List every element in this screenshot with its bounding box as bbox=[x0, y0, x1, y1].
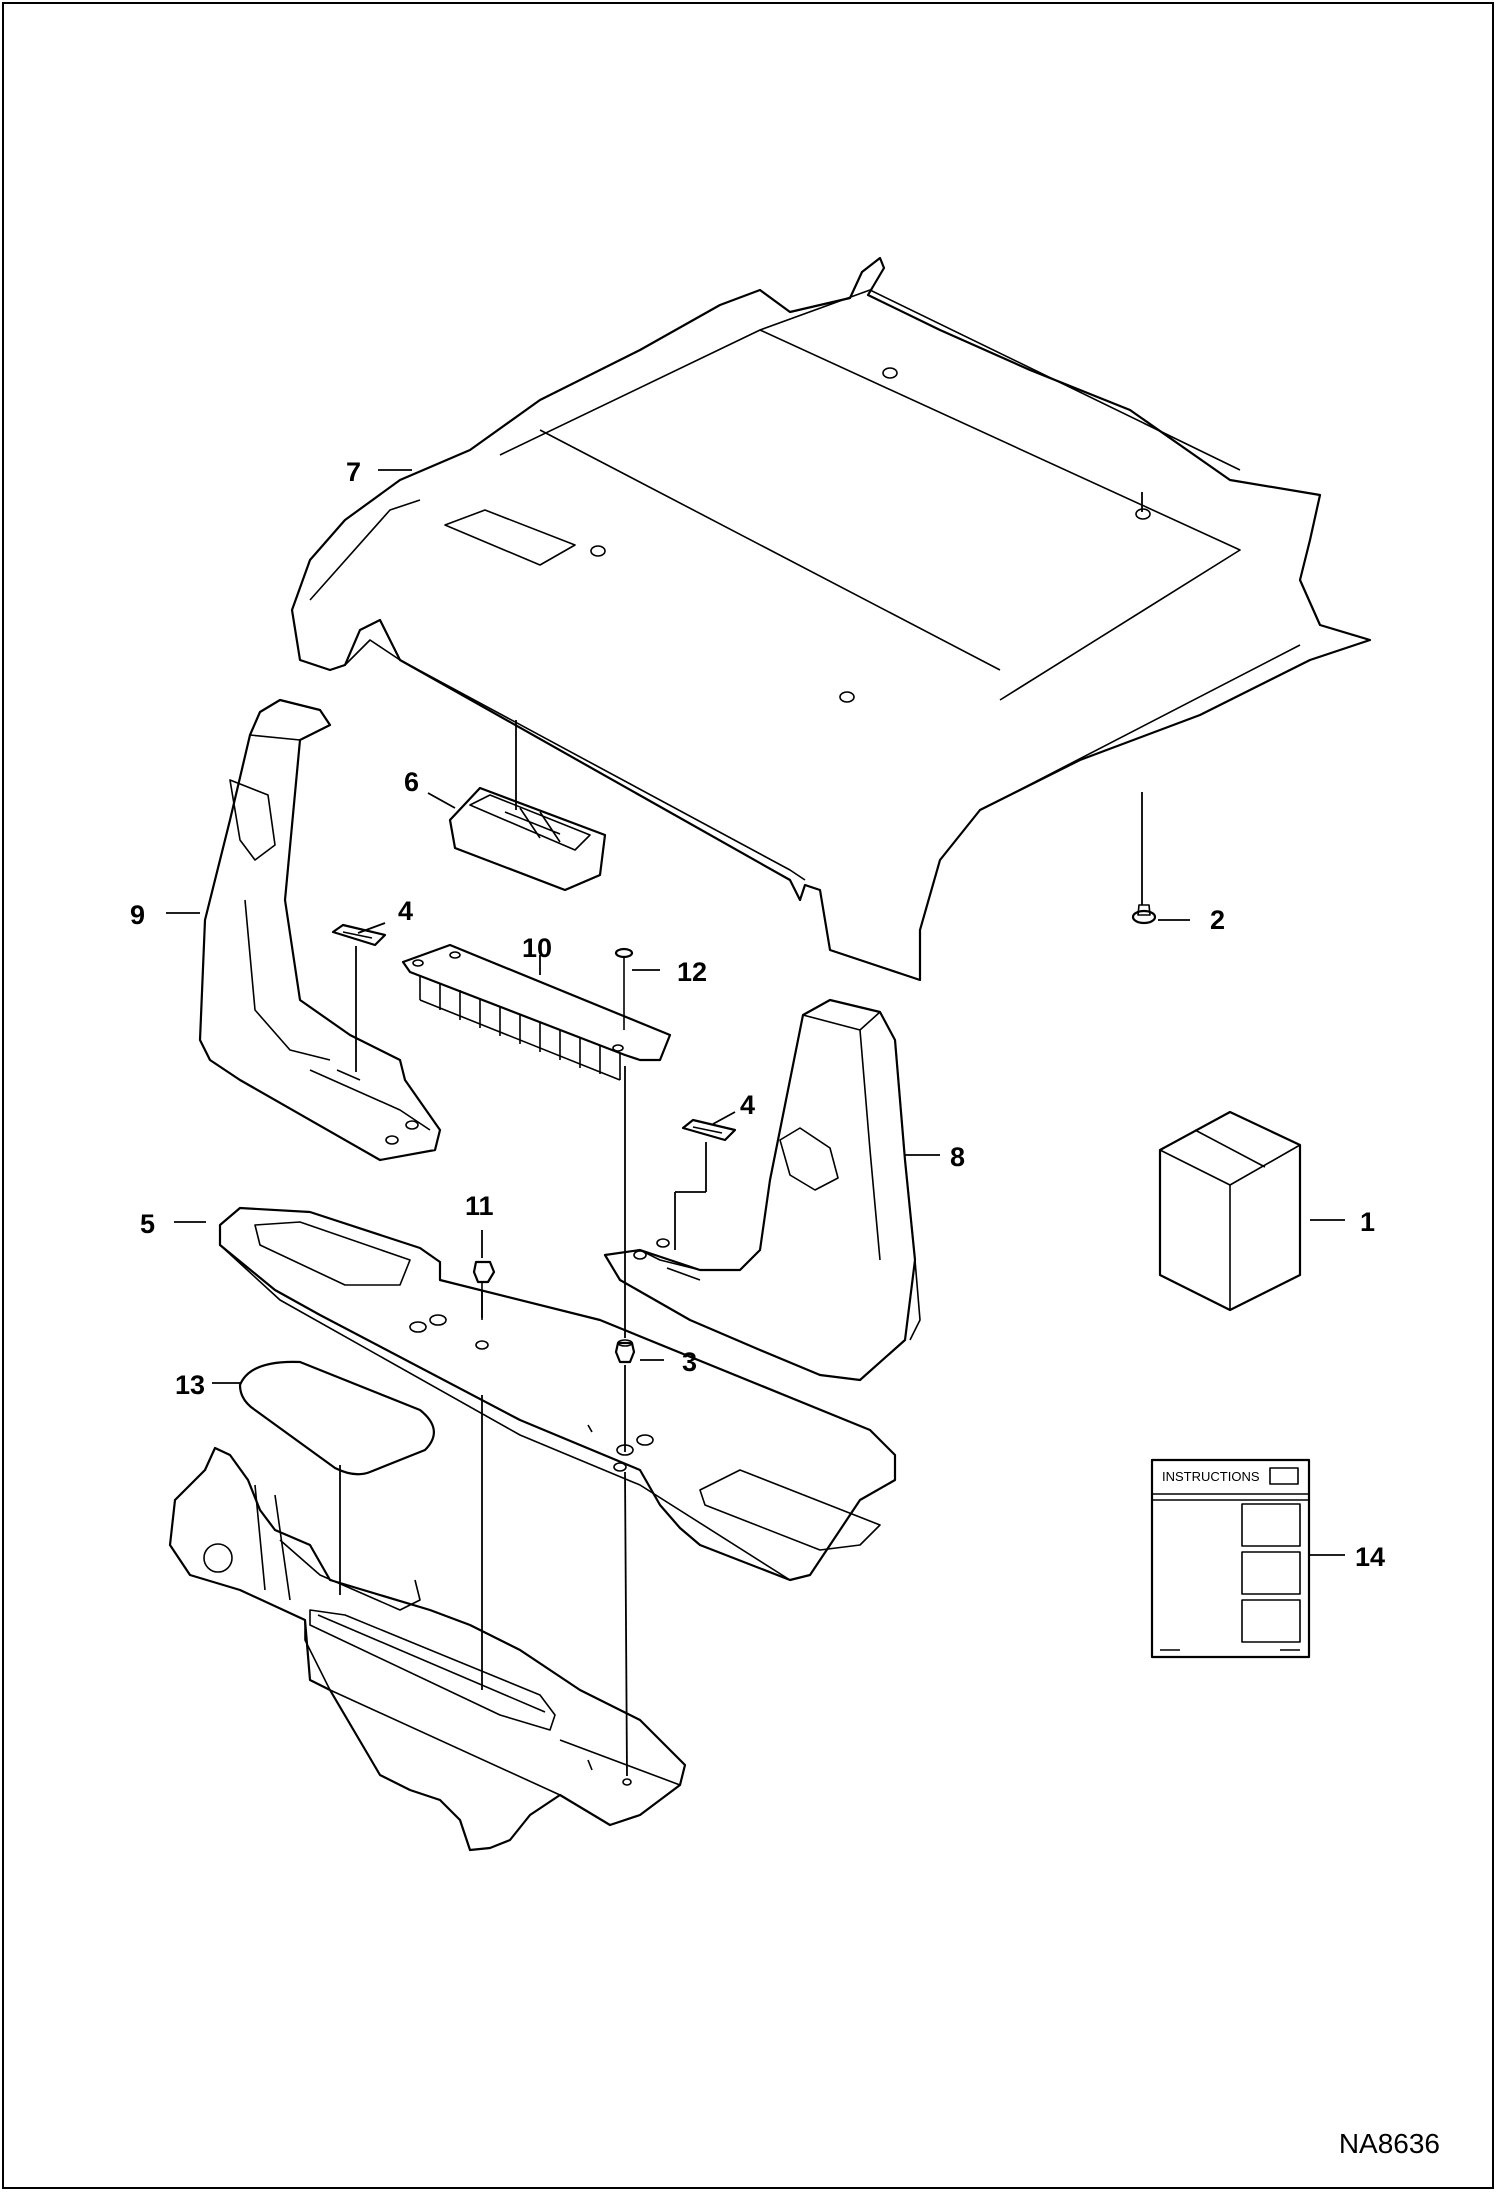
callout-8: 8 bbox=[950, 1142, 965, 1172]
callout-14: 14 bbox=[1355, 1542, 1385, 1572]
part-3-grommet bbox=[614, 1339, 636, 1364]
callout-6: 6 bbox=[404, 767, 419, 797]
callout-5: 5 bbox=[140, 1209, 155, 1239]
part-14-instructions: INSTRUCTIONS bbox=[1150, 1458, 1311, 1659]
instructions-label: INSTRUCTIONS bbox=[1162, 1469, 1260, 1484]
callout-2: 2 bbox=[1210, 905, 1225, 935]
part-2-push-rivet bbox=[1131, 904, 1157, 925]
assembly-lines bbox=[339, 492, 1143, 1777]
part-5-floor-panel bbox=[218, 1206, 897, 1582]
callout-11: 11 bbox=[465, 1191, 494, 1221]
part-4-clip-left bbox=[331, 923, 387, 947]
part-7-headliner bbox=[290, 256, 1372, 982]
callout-9: 9 bbox=[130, 900, 145, 930]
callout-3: 3 bbox=[682, 1347, 697, 1377]
callout-4-left: 4 bbox=[398, 896, 413, 926]
callout-12: 12 bbox=[677, 957, 707, 987]
callout-4-right: 4 bbox=[740, 1090, 755, 1120]
part-13-floor-mat bbox=[238, 1360, 435, 1476]
part-8-right-pillar bbox=[603, 998, 921, 1382]
callout-numbers: 7 6 9 4 10 12 2 4 8 5 11 1 3 13 14 bbox=[130, 457, 1385, 1572]
part-10-vent-bar bbox=[401, 943, 672, 1081]
drawing-number: NA8636 bbox=[1338, 2128, 1440, 2159]
part-9-left-pillar bbox=[198, 698, 442, 1162]
callout-leaders bbox=[166, 469, 1345, 1556]
cab-floor-frame bbox=[168, 1446, 687, 1852]
part-1-box bbox=[1158, 1110, 1302, 1312]
callout-13: 13 bbox=[175, 1370, 205, 1400]
callout-10: 10 bbox=[522, 933, 552, 963]
part-12-screw bbox=[614, 947, 634, 1030]
part-4-clip-right bbox=[681, 1118, 737, 1142]
callout-1: 1 bbox=[1360, 1207, 1375, 1237]
part-6-dome-light bbox=[448, 786, 607, 892]
callout-7: 7 bbox=[346, 457, 361, 487]
